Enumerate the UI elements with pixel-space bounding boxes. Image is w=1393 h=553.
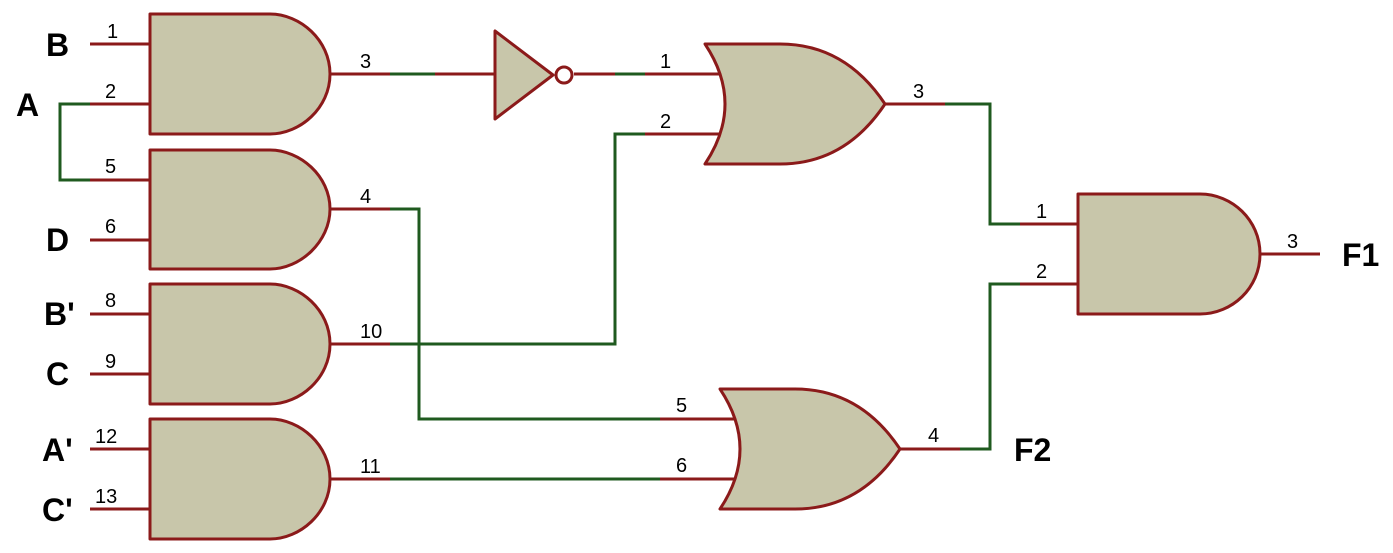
gates xyxy=(148,12,1262,541)
signal-label-b: B xyxy=(46,27,69,63)
signal-label-a-not: A' xyxy=(42,432,73,468)
pin-number: 2 xyxy=(105,81,116,103)
pin-number: 4 xyxy=(360,186,371,208)
pin-number: 2 xyxy=(1036,261,1047,283)
pin-number: 2 xyxy=(660,111,671,133)
or-gate-2 xyxy=(718,387,902,511)
wire-and3-to-or1 xyxy=(390,132,645,346)
pin-numbers: 1 2 3 5 6 4 8 9 10 12 13 11 1 2 3 5 6 4 … xyxy=(95,21,1298,508)
signal-label-f2: F2 xyxy=(1014,432,1051,468)
pins xyxy=(90,42,1320,511)
and-gate-2 xyxy=(148,148,332,271)
pin-number: 12 xyxy=(95,426,117,448)
pin-number: 3 xyxy=(1287,231,1298,253)
pin-number: 10 xyxy=(360,321,382,343)
signal-label-a: A xyxy=(16,87,39,123)
wires xyxy=(58,72,1020,481)
signal-label-b-not: B' xyxy=(44,296,75,332)
pin-number: 4 xyxy=(928,425,939,447)
wire-or1-to-and5 xyxy=(945,102,1020,226)
wire-or2-to-and5 xyxy=(960,282,1020,451)
pin-number: 6 xyxy=(676,455,687,477)
not-gate xyxy=(493,29,555,121)
not-gate-bubble xyxy=(554,65,574,85)
and-gate-3 xyxy=(148,282,332,406)
and-gate-1 xyxy=(148,12,332,136)
wire-and2-to-or2 xyxy=(390,207,660,421)
pin-number: 9 xyxy=(105,351,116,373)
pin-number: 3 xyxy=(913,81,924,103)
and-gate-4 xyxy=(148,417,332,541)
and-gate-5 xyxy=(1076,192,1262,316)
pin-number: 6 xyxy=(105,216,116,238)
pin-number: 8 xyxy=(105,290,116,312)
signal-labels: B A D B' C A' C' F1 F2 xyxy=(16,27,1379,528)
signal-label-c-not: C' xyxy=(42,492,73,528)
pin-number: 5 xyxy=(105,156,116,178)
pin-number: 1 xyxy=(107,21,118,43)
wire-a-junction xyxy=(58,102,90,182)
pin-number: 5 xyxy=(676,395,687,417)
pin-number: 1 xyxy=(660,51,671,73)
or-gate-1 xyxy=(703,42,887,166)
signal-label-f1: F1 xyxy=(1342,237,1379,273)
pin-number: 3 xyxy=(360,51,371,73)
signal-label-d: D xyxy=(46,222,69,258)
pin-number: 1 xyxy=(1036,201,1047,223)
signal-label-c: C xyxy=(46,356,69,392)
pin-number: 13 xyxy=(95,486,117,508)
pin-number: 11 xyxy=(360,456,381,478)
